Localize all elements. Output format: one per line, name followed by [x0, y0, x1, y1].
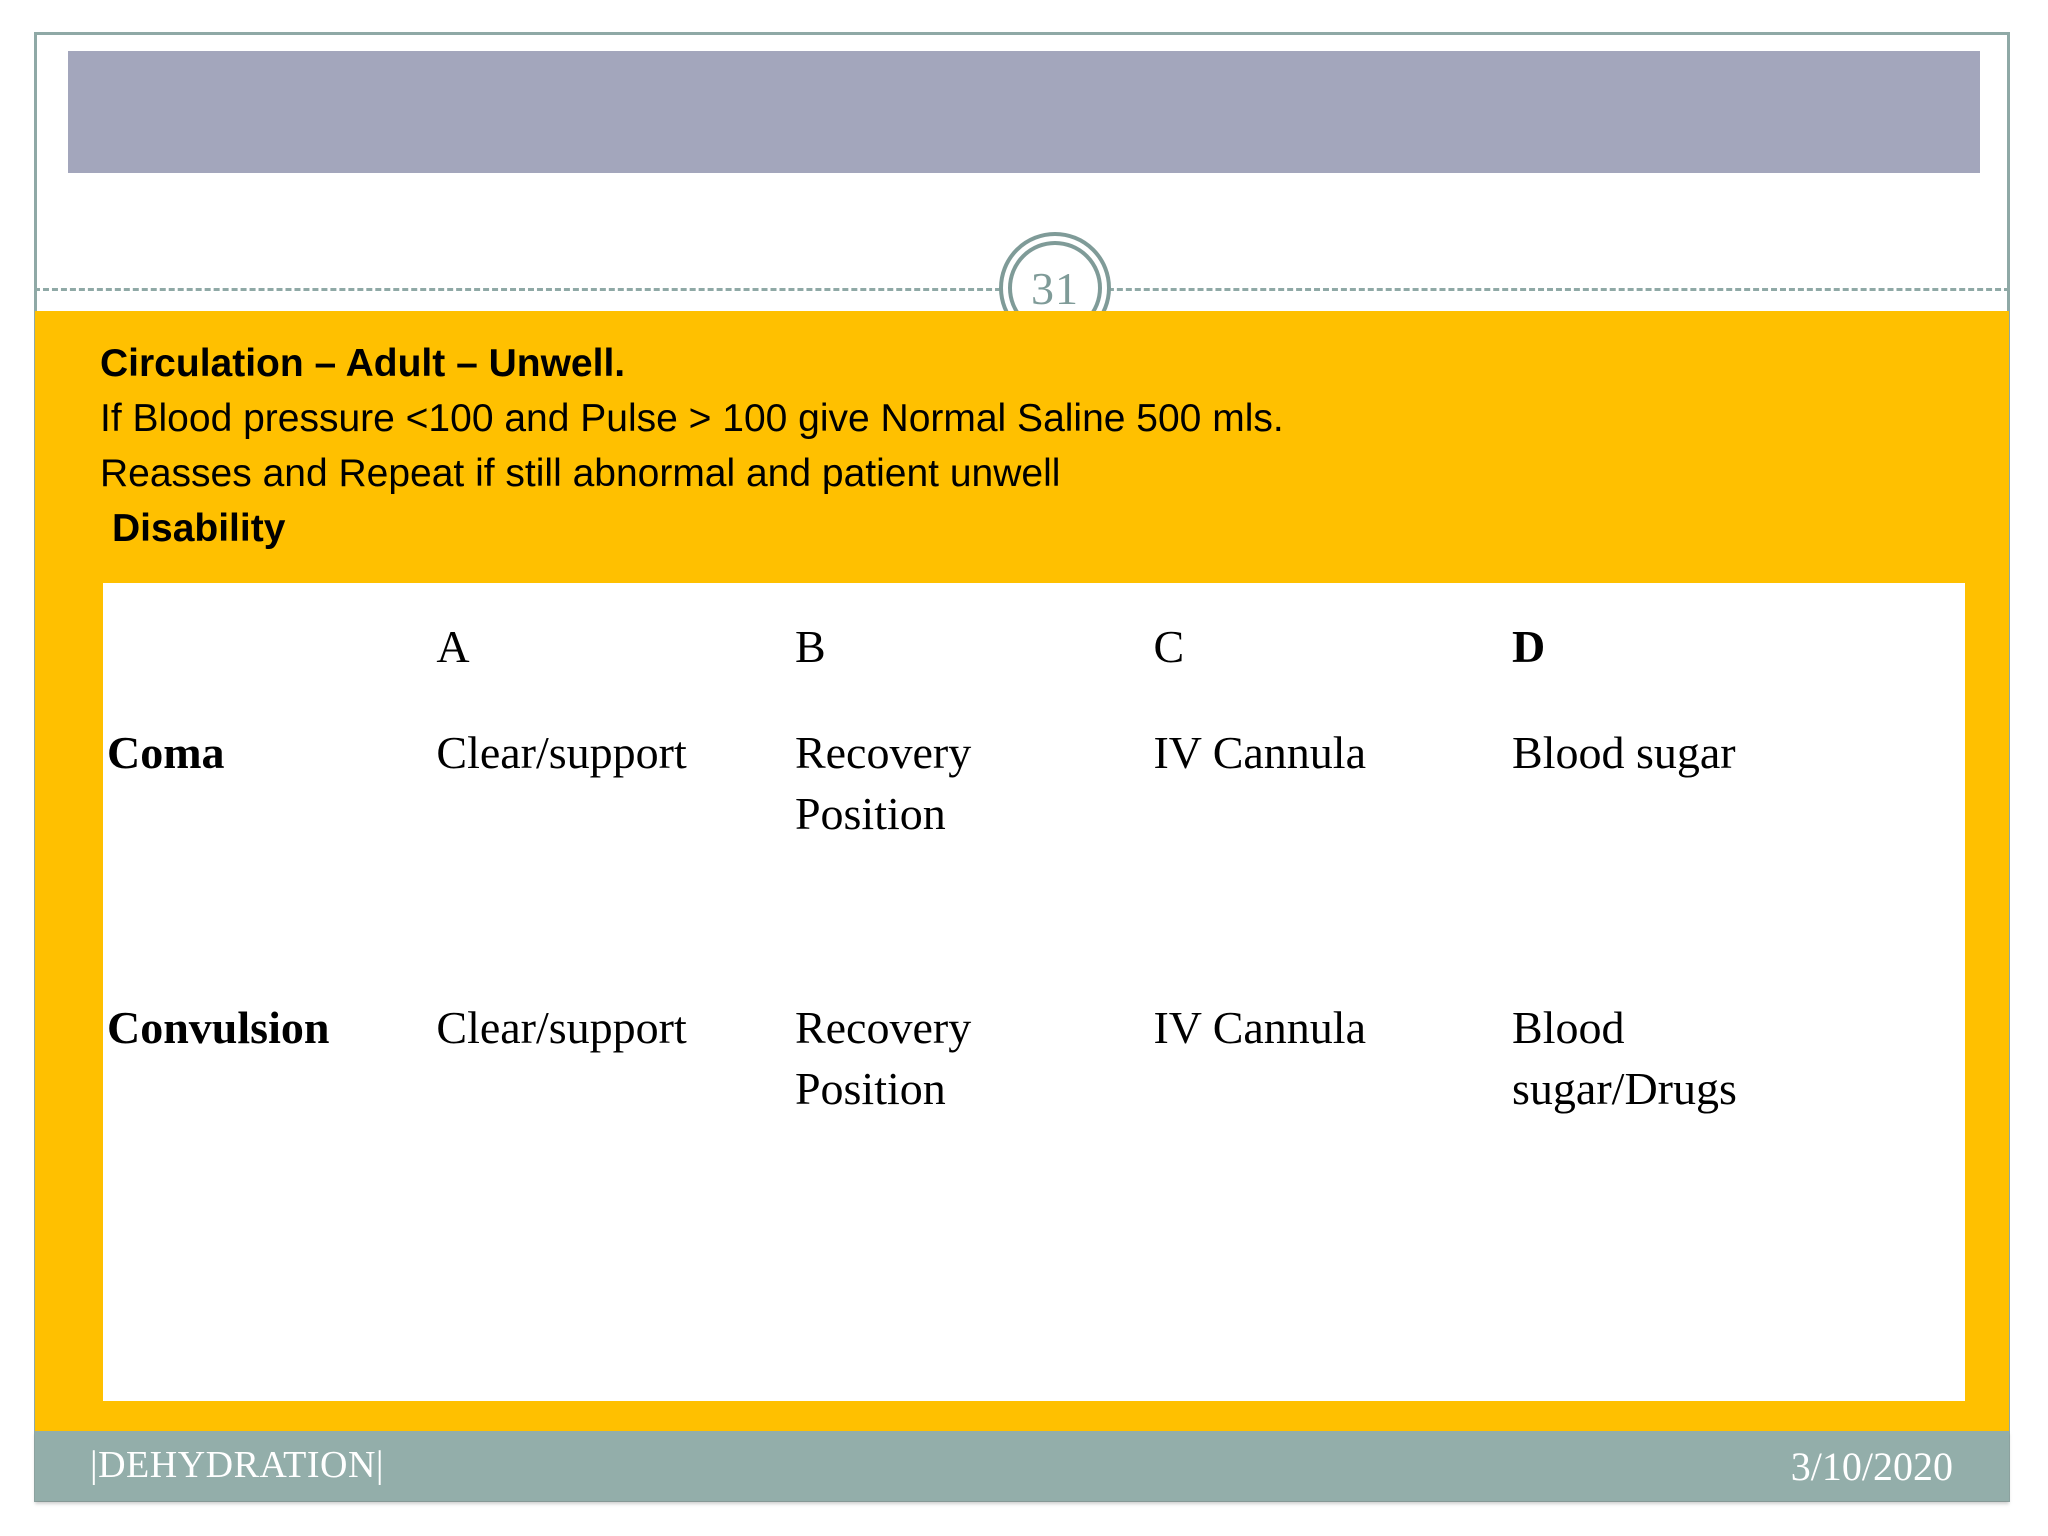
table-header-a: A	[436, 621, 470, 672]
body-line-heading: Circulation – Adult – Unwell.	[100, 342, 626, 385]
assessment-table: A B C D Coma Clear/support Recovery Posi…	[103, 583, 1965, 1268]
cell-text: Clear/support	[436, 727, 687, 778]
cell-text: IV Cannula	[1153, 1002, 1366, 1053]
divider-line-right	[1090, 288, 2010, 291]
cell-text: Clear/support	[436, 1002, 687, 1053]
row-label-convulsion: Convulsion	[107, 1002, 330, 1053]
table-header: A B C D	[103, 583, 1965, 718]
cell-text: Recovery Position	[794, 1002, 972, 1114]
table-row: Coma Clear/support Recovery Position IV …	[103, 718, 1965, 993]
footer-bar: |DEHYDRATION| 3/10/2020	[35, 1431, 2009, 1501]
table-header-blank	[103, 583, 436, 718]
cell-coma-b: Recovery Position	[795, 718, 1154, 993]
cell-convulsion-a: Clear/support	[436, 993, 795, 1268]
cell-convulsion-c: IV Cannula	[1153, 993, 1512, 1268]
cell-text: Blood sugar/Drugs	[1512, 1002, 1737, 1114]
page-number-label: 31	[1031, 262, 1079, 314]
table-header-c: C	[1153, 621, 1185, 672]
table-header-d: D	[1512, 621, 1546, 672]
cell-convulsion-b: Recovery Position	[795, 993, 1154, 1268]
table-panel: A B C D Coma Clear/support Recovery Posi…	[103, 583, 1965, 1401]
table-body: Coma Clear/support Recovery Position IV …	[103, 718, 1965, 1268]
cell-text: Blood sugar	[1512, 727, 1736, 778]
row-label-coma: Coma	[107, 727, 225, 778]
cell-coma-d: Blood sugar	[1512, 718, 1965, 993]
footer-title: |DEHYDRATION|	[90, 1444, 385, 1486]
body-line-bp: If Blood pressure <100 and Pulse > 100 g…	[100, 397, 1284, 440]
cell-convulsion-d: Blood sugar/Drugs	[1512, 993, 1965, 1268]
table-header-b: B	[794, 621, 826, 672]
cell-text: Recovery Position	[794, 727, 972, 839]
body-text-block: Circulation – Adult – Unwell. If Blood p…	[100, 336, 1600, 556]
title-placeholder[interactable]	[68, 51, 1980, 173]
cell-text: IV Cannula	[1153, 727, 1366, 778]
table-header-row: A B C D	[103, 583, 1965, 718]
divider-line-left	[34, 288, 1019, 291]
body-line-reassess: Reasses and Repeat if still abnormal and…	[100, 452, 1061, 495]
body-line-disability: Disability	[112, 507, 286, 550]
cell-coma-a: Clear/support	[436, 718, 795, 993]
cell-coma-c: IV Cannula	[1153, 718, 1512, 993]
table-row: Convulsion Clear/support Recovery Positi…	[103, 993, 1965, 1268]
footer-date: 3/10/2020	[1790, 1444, 1953, 1489]
